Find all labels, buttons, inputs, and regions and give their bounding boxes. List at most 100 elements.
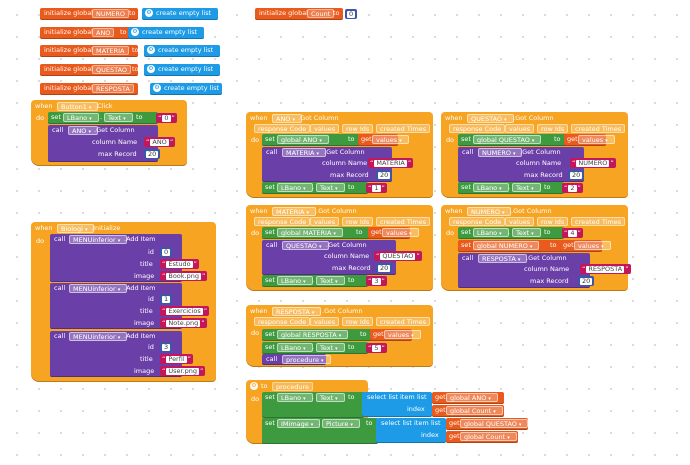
text-string-block[interactable]: “2” bbox=[562, 183, 583, 193]
gear-icon[interactable]: ⚙ bbox=[145, 9, 153, 17]
init-global-count-block[interactable]: initialize global Count to bbox=[255, 8, 343, 20]
count-number-block[interactable]: 0 bbox=[345, 9, 358, 19]
component-dropdown[interactable]: QUESTAO bbox=[282, 241, 329, 250]
global-name-field[interactable]: RESPOSTA bbox=[92, 84, 134, 93]
text-string-block[interactable]: “4” bbox=[562, 228, 583, 238]
call-procedure-block[interactable]: call procedure bbox=[262, 354, 331, 365]
get-global-block[interactable]: get global QUESTAO bbox=[446, 418, 529, 430]
item-id[interactable]: 3 bbox=[160, 342, 173, 352]
param-created-times[interactable]: created Times bbox=[571, 124, 626, 133]
get-global-block[interactable]: get global Count bbox=[446, 431, 518, 443]
component-dropdown[interactable]: NUMERO bbox=[478, 148, 523, 157]
param-response-code[interactable]: response Code bbox=[449, 124, 506, 133]
param-row-ids[interactable]: row Ids bbox=[342, 217, 374, 226]
component-dropdown[interactable]: MATERIA bbox=[282, 148, 327, 157]
component-dropdown[interactable]: MATERIA bbox=[272, 207, 317, 216]
call-getcolumn-block[interactable]: call RESPOSTA .Get Column column Name ma… bbox=[458, 253, 590, 288]
get-values-block[interactable]: get values bbox=[368, 227, 419, 239]
call-getcolumn-block[interactable]: call NUMERO .Get Column column Name max … bbox=[458, 147, 584, 182]
component-dropdown[interactable]: Button1 bbox=[57, 102, 99, 111]
column-name-string[interactable]: “RESPOSTA” bbox=[580, 264, 631, 274]
max-record-number[interactable]: 20 bbox=[376, 263, 393, 273]
item-title[interactable]: “Estudo” bbox=[160, 259, 200, 269]
property-dropdown[interactable]: Text bbox=[512, 183, 541, 192]
param-created-times[interactable]: created Times bbox=[571, 217, 626, 226]
global-name-field[interactable]: NUMERO bbox=[92, 9, 129, 18]
variable-dropdown[interactable]: global ANO bbox=[446, 393, 498, 402]
call-ano-getcolumn-block[interactable]: call ANO .Get Column column Name max Rec… bbox=[48, 125, 158, 162]
column-name-string[interactable]: “NUMERO” bbox=[570, 158, 616, 168]
param-created-times[interactable]: created Times bbox=[376, 124, 431, 133]
text-string-block[interactable]: “5” bbox=[366, 343, 387, 353]
init-global-resposta-block[interactable]: initialize global RESPOSTA to bbox=[40, 83, 145, 95]
gear-icon[interactable]: ⚙ bbox=[147, 46, 155, 54]
gear-icon[interactable]: ⚙ bbox=[153, 84, 161, 92]
variable-dropdown[interactable]: global QUESTAO bbox=[460, 419, 529, 428]
property-dropdown[interactable]: Text bbox=[316, 276, 345, 285]
set-lbano-text-block[interactable]: set LBano . Text to bbox=[262, 342, 368, 354]
set-imimage-picture-block[interactable]: set IMimage . Picture to bbox=[262, 418, 378, 444]
max-record-number[interactable]: 20 bbox=[376, 170, 393, 180]
procedure-dropdown[interactable]: procedure bbox=[282, 355, 331, 364]
global-name-field[interactable]: ANO bbox=[92, 28, 115, 37]
component-dropdown[interactable]: LBano bbox=[277, 276, 313, 285]
variable-dropdown[interactable]: global NUMERO bbox=[473, 241, 540, 250]
variable-dropdown[interactable]: values bbox=[382, 228, 419, 237]
param-values[interactable]: values bbox=[310, 317, 340, 326]
init-global-ano-block[interactable]: initialize global ANO to bbox=[40, 27, 138, 39]
set-global-block[interactable]: set global ANO to bbox=[262, 134, 360, 146]
component-dropdown[interactable]: LBano bbox=[277, 343, 313, 352]
gear-icon[interactable]: ⚙ bbox=[131, 28, 139, 36]
component-dropdown[interactable]: LBano bbox=[277, 393, 313, 402]
property-dropdown[interactable]: Text bbox=[316, 343, 345, 352]
get-values-block[interactable]: get values bbox=[358, 134, 409, 146]
param-row-ids[interactable]: row Ids bbox=[342, 317, 374, 326]
select-list-item-block[interactable]: select list item list index bbox=[376, 418, 446, 443]
variable-dropdown[interactable]: values bbox=[372, 135, 409, 144]
select-list-item-block[interactable]: select list item list index bbox=[362, 392, 432, 417]
set-lbano-text-block[interactable]: set LBano . Text to bbox=[262, 182, 368, 194]
column-name-string[interactable]: “MATERIA” bbox=[368, 158, 414, 168]
set-global-block[interactable]: set global RESPOSTA to bbox=[262, 329, 372, 341]
param-row-ids[interactable]: row Ids bbox=[537, 124, 569, 133]
variable-dropdown[interactable]: global ANO bbox=[277, 135, 329, 144]
property-dropdown[interactable]: Text bbox=[512, 228, 541, 237]
get-global-block[interactable]: get global ANO bbox=[432, 392, 504, 404]
variable-dropdown[interactable]: global Count bbox=[446, 406, 503, 415]
create-empty-list-block[interactable]: ⚙create empty list bbox=[150, 83, 222, 95]
param-response-code[interactable]: response Code bbox=[449, 217, 506, 226]
get-values-block[interactable]: get values bbox=[370, 329, 421, 341]
set-lbano-text-block[interactable]: set LBano . Text to bbox=[48, 112, 158, 124]
component-dropdown[interactable]: IMimage bbox=[277, 419, 321, 428]
param-created-times[interactable]: created Times bbox=[376, 317, 431, 326]
procedure-name-field[interactable]: procedure bbox=[272, 382, 313, 391]
create-empty-list-block[interactable]: ⚙create empty list bbox=[144, 45, 220, 57]
gear-icon[interactable]: ⚙ bbox=[250, 382, 258, 390]
property-dropdown[interactable]: Text bbox=[316, 393, 345, 402]
get-values-block[interactable]: get values bbox=[560, 240, 611, 252]
param-response-code[interactable]: response Code bbox=[254, 124, 311, 133]
init-global-materia-block[interactable]: initialize global MATERIA to bbox=[40, 45, 139, 57]
set-lbano-text-block[interactable]: set LBano . Text to bbox=[262, 392, 364, 418]
property-dropdown[interactable]: Picture bbox=[322, 419, 360, 428]
component-dropdown[interactable]: MENUinferior bbox=[69, 332, 128, 341]
param-row-ids[interactable]: row Ids bbox=[537, 217, 569, 226]
set-lbano-text-block[interactable]: set LBano . Text to bbox=[458, 182, 564, 194]
param-values[interactable]: values bbox=[310, 217, 340, 226]
create-empty-list-block[interactable]: ⚙create empty list bbox=[128, 27, 204, 39]
param-response-code[interactable]: response Code bbox=[254, 317, 311, 326]
variable-dropdown[interactable]: global MATERIA bbox=[277, 228, 343, 237]
property-dropdown[interactable]: Text bbox=[316, 183, 345, 192]
variable-dropdown[interactable]: values bbox=[384, 330, 421, 339]
set-global-block[interactable]: set global QUESTAO to bbox=[458, 134, 566, 146]
component-dropdown[interactable]: LBano bbox=[277, 183, 313, 192]
max-record-number[interactable]: 20 bbox=[144, 149, 161, 159]
component-dropdown[interactable]: RESPOSTA bbox=[272, 307, 322, 316]
max-record-number[interactable]: 20 bbox=[578, 276, 595, 286]
set-global-block[interactable]: set global MATERIA to bbox=[262, 227, 370, 239]
item-title[interactable]: “Perfil” bbox=[160, 354, 194, 364]
property-dropdown[interactable]: Text bbox=[104, 113, 133, 122]
get-values-block[interactable]: get values bbox=[564, 134, 615, 146]
variable-dropdown[interactable]: values bbox=[574, 241, 611, 250]
text-string-block[interactable]: “0” bbox=[156, 113, 177, 123]
